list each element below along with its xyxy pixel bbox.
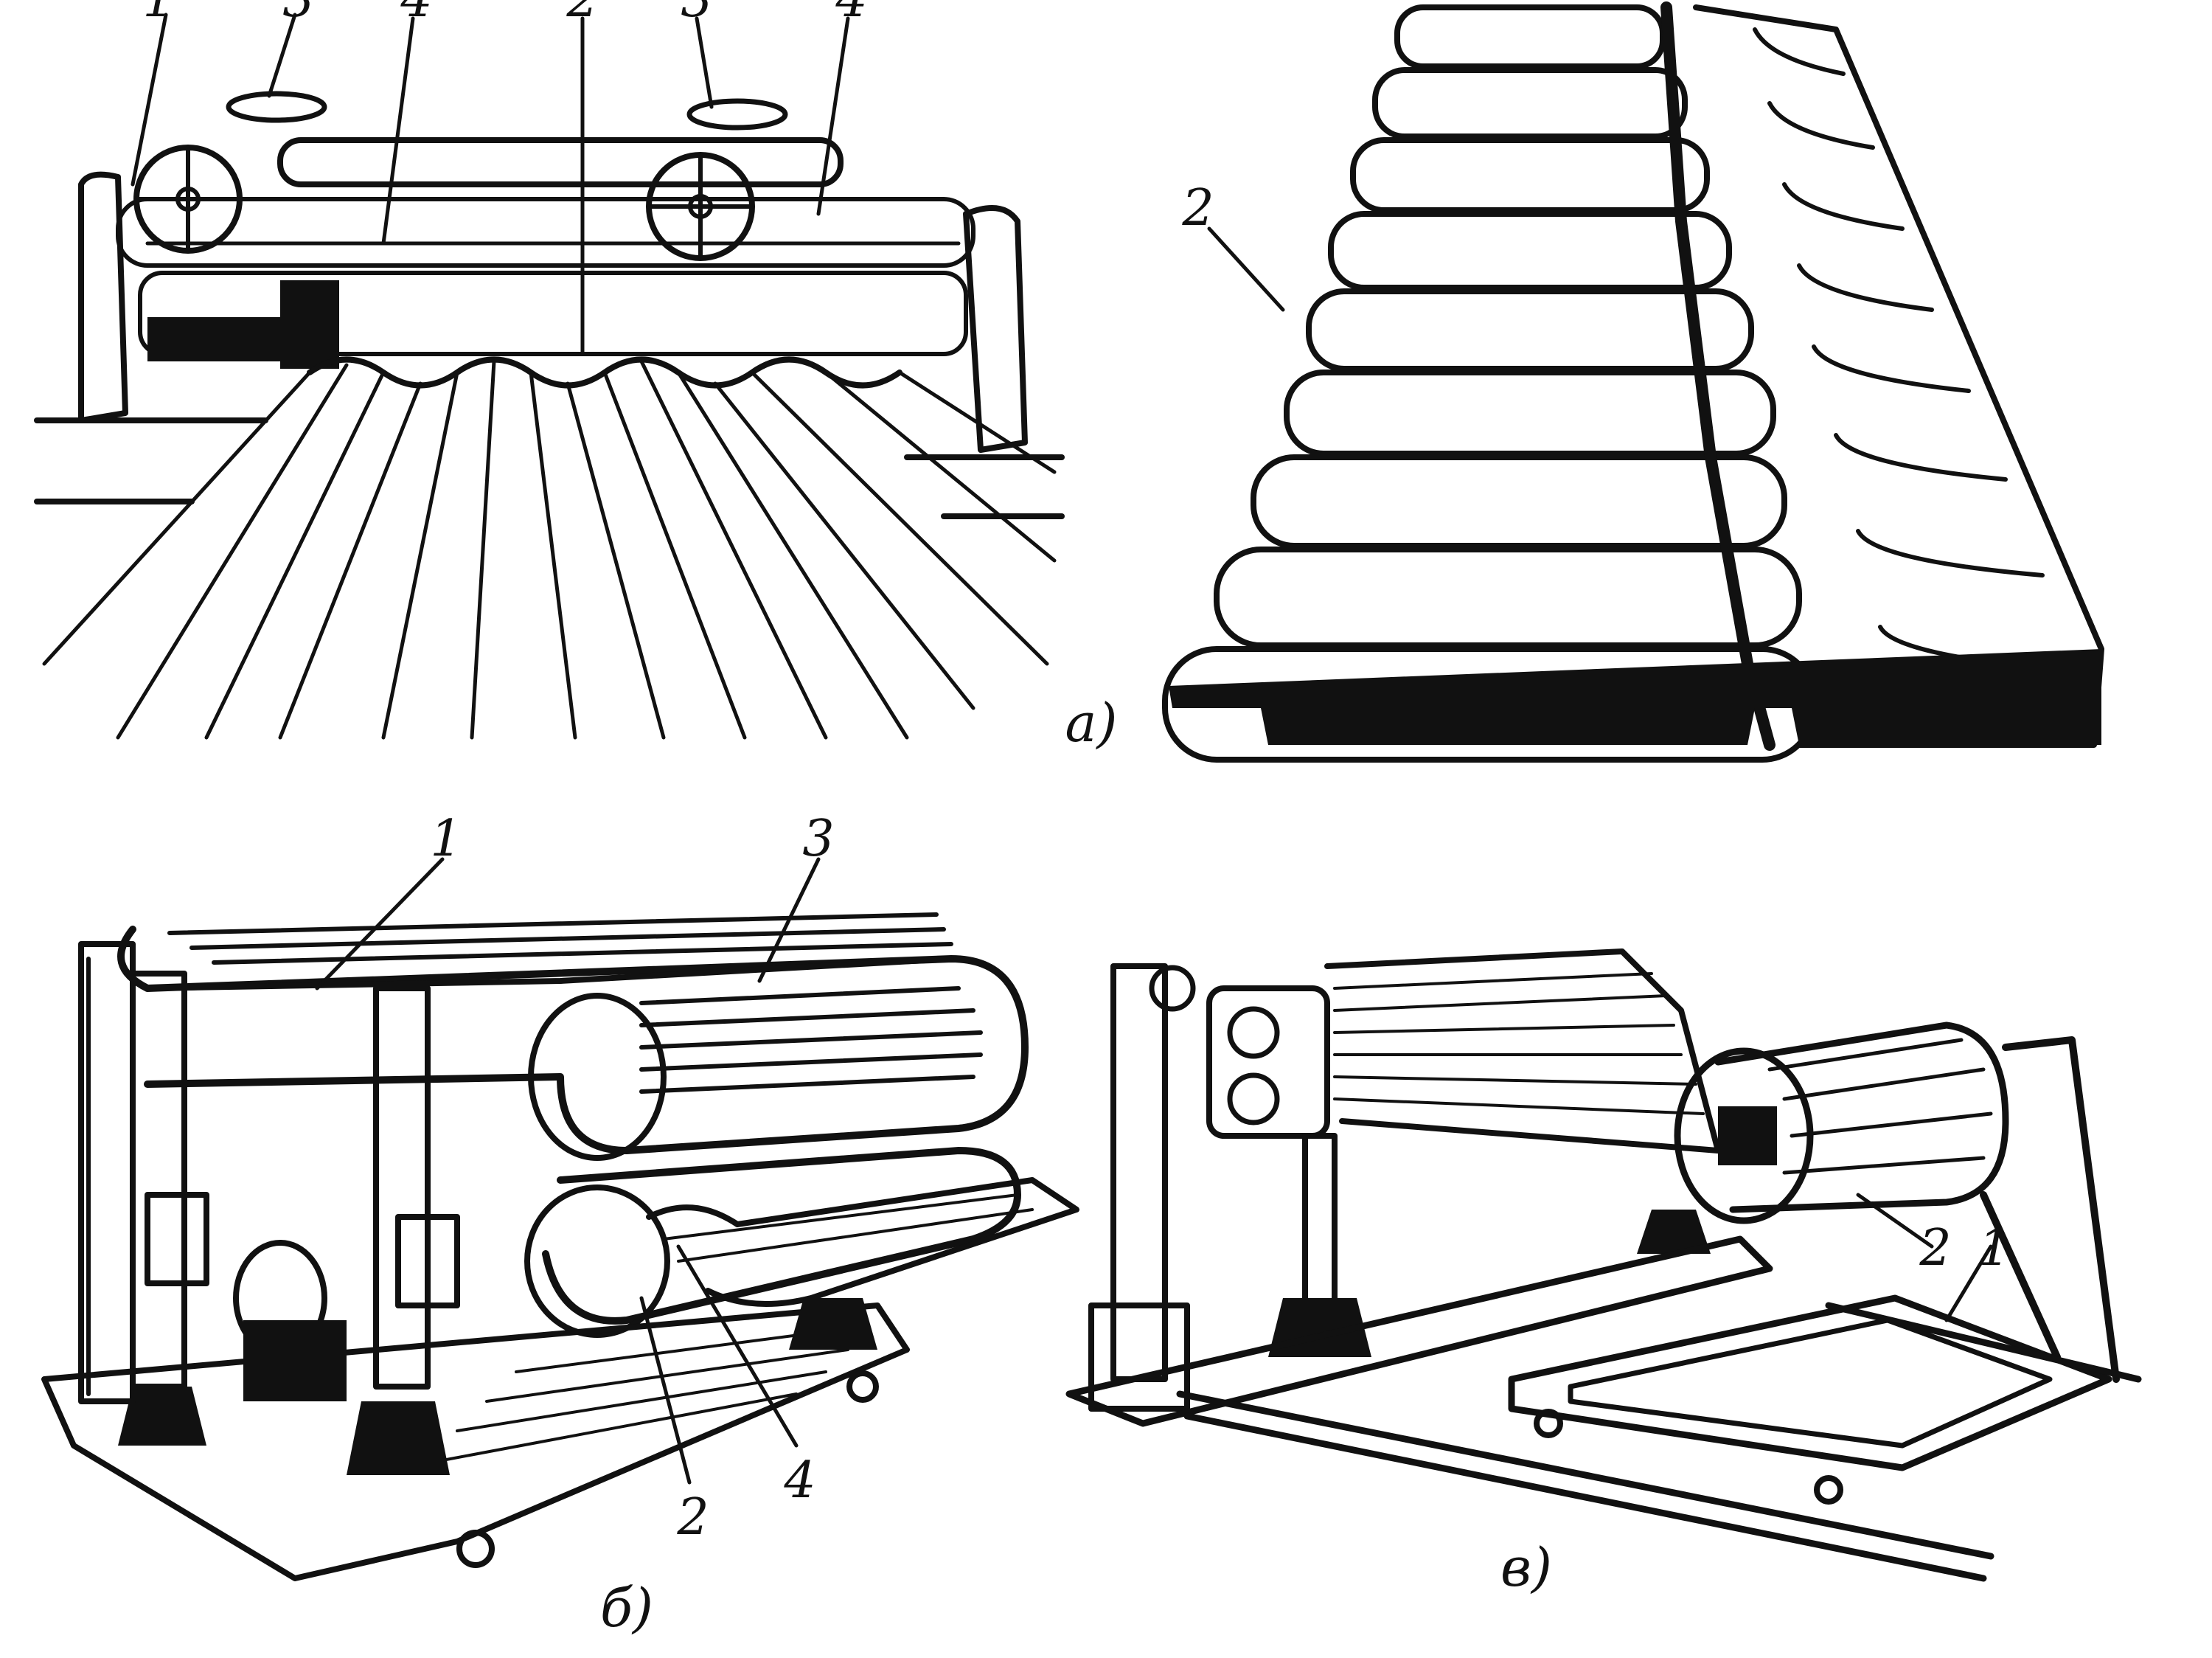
panel-v-winding-machine: 2 1 xyxy=(1065,948,2142,1582)
callout-a-3-right: 3 xyxy=(681,0,712,29)
panel-label-b: б) xyxy=(600,1577,653,1639)
callout-a-4-right: 4 xyxy=(835,0,867,29)
panel-b-caterpillar-corrugator: 1 3 2 4 xyxy=(41,810,1079,1581)
callout-v-2: 2 xyxy=(1919,1219,1951,1277)
panel-label-v: в) xyxy=(1500,1536,1552,1598)
callout-a-4-left: 4 xyxy=(400,0,432,29)
callout-a-detail-2: 2 xyxy=(1181,179,1214,237)
callout-b-4: 4 xyxy=(783,1451,815,1510)
callout-b-2: 2 xyxy=(676,1488,709,1547)
callout-v-1: 1 xyxy=(1978,1219,2010,1277)
callout-a-1: 1 xyxy=(142,0,174,29)
callout-b-3: 3 xyxy=(802,810,834,868)
panel-a-roller-detail: 2 xyxy=(1162,1,2104,763)
callout-a-3-left: 3 xyxy=(282,0,314,29)
callout-a-2: 2 xyxy=(566,0,598,29)
panel-label-a: а) xyxy=(1065,692,1117,754)
panel-a-corrugating-machine: 1 3 4 2 3 4 xyxy=(34,0,1065,740)
callout-b-1: 1 xyxy=(430,810,462,868)
